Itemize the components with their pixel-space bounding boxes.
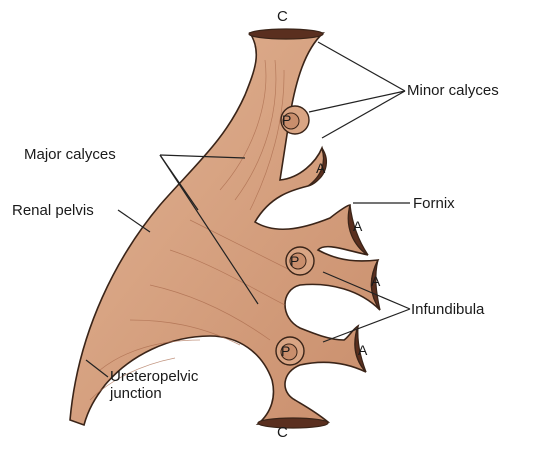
major-calyces-label: Major calyces (24, 146, 116, 163)
posterior-label-1: P (282, 112, 291, 129)
minor-calyces-label: Minor calyces (407, 82, 499, 99)
fornix-label: Fornix (413, 195, 455, 212)
posterior-label-2: P (290, 253, 299, 270)
anterior-label-3: A (371, 273, 380, 290)
anterior-label-4: A (358, 342, 367, 359)
anterior-label-1: A (316, 160, 325, 177)
leader-minor-calyces-3 (322, 91, 405, 138)
calyx-cup-top (249, 29, 323, 39)
renal-pelvis-label: Renal pelvis (12, 202, 94, 219)
leader-minor-calyces-2 (309, 91, 405, 112)
infundibula-label: Infundibula (411, 301, 484, 318)
calyx-label-top: C (277, 8, 288, 25)
leader-renal-pelvis (118, 210, 150, 232)
anterior-label-2: A (353, 218, 362, 235)
leader-minor-calyces-1 (318, 42, 405, 91)
posterior-label-3: P (281, 343, 290, 360)
ureteropelvic-junction-label: Ureteropelvic junction (110, 368, 198, 402)
renal-pelvis-shape (70, 33, 380, 425)
calyx-label-bottom: C (277, 424, 288, 441)
leader-infundibula-2 (323, 309, 410, 342)
calyx-cup-bottom (258, 418, 328, 428)
